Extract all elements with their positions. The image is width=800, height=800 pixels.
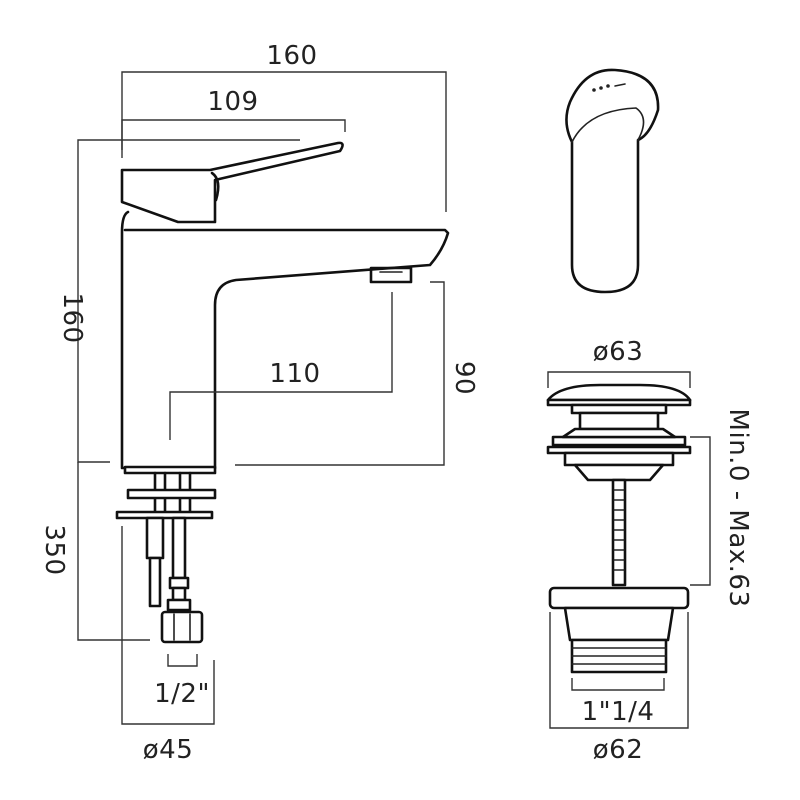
lever-top-view (565, 68, 660, 294)
dim-base-diameter: ø45 (143, 735, 194, 765)
dim-total-height: 160 (57, 292, 87, 343)
dim-lever-length: 109 (207, 87, 258, 117)
waste-cap (546, 383, 692, 402)
tap-side-view (115, 141, 450, 644)
tap-dimensions (77, 71, 447, 725)
dim-total-width: 160 (266, 41, 317, 71)
dim-waste-thread: 1"1/4 (582, 697, 655, 727)
threaded-rod (611, 478, 627, 587)
dim-connection-size: 1/2" (154, 679, 210, 709)
dim-spout-height: 90 (449, 361, 479, 395)
flexible-hose (171, 516, 187, 580)
backnut-plate (115, 510, 214, 520)
waste-body (548, 586, 690, 610)
click-clack-waste (546, 383, 692, 674)
cold-dot-icon (592, 88, 596, 92)
dim-below-deck-length: 350 (39, 524, 69, 575)
dim-spout-reach: 110 (269, 359, 320, 389)
dim-waste-adjustment: Min.0 - Max.63 (723, 409, 753, 608)
fixing-rod (148, 556, 162, 608)
hex-nut (160, 610, 204, 644)
lever-joint (210, 171, 220, 202)
tap-body (120, 210, 450, 470)
fixing-stud (145, 516, 165, 560)
hot-line-icon (614, 83, 626, 87)
lever-top-outline (565, 68, 660, 294)
waste-dimensions (547, 371, 711, 729)
dim-waste-bottom-diameter: ø62 (593, 735, 644, 765)
dim-waste-top-diameter: ø63 (593, 337, 644, 367)
tap-lever (120, 141, 344, 224)
aerator (369, 266, 413, 284)
washer (126, 488, 217, 500)
base-plate (123, 465, 217, 475)
